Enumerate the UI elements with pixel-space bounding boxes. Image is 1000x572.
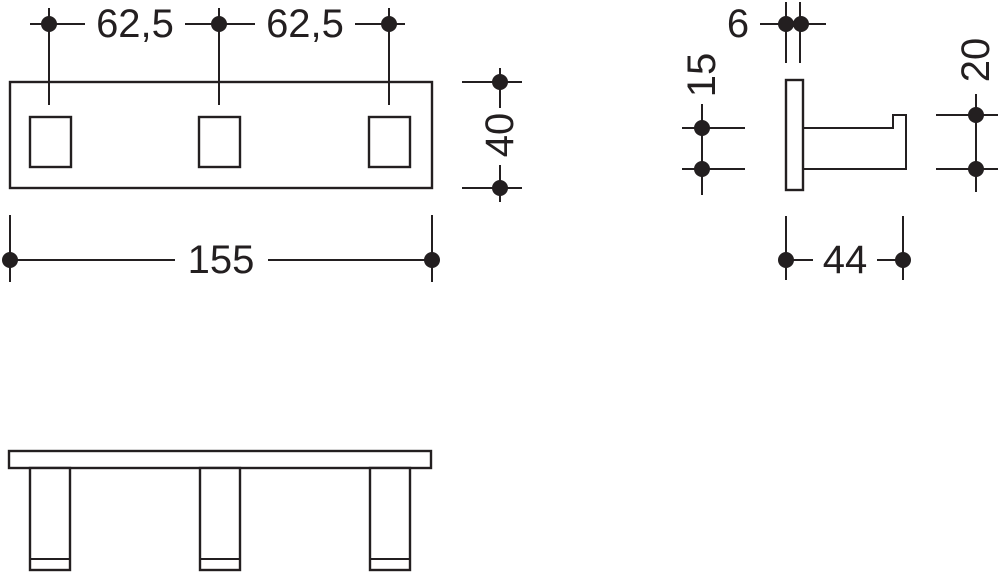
dim-plate-thickness: 6 (727, 2, 749, 46)
hook-square-2 (197, 115, 242, 169)
hook-leg-3 (368, 466, 412, 572)
dim-height: 40 (478, 113, 522, 158)
front-view: 62,5 62,5 40 155 (2, 2, 522, 282)
side-view: 6 15 20 44 (680, 2, 998, 282)
hook-arm (803, 114, 907, 170)
hook-square-3 (367, 115, 412, 169)
dim-spacing-1: 62,5 (96, 2, 174, 46)
dim-spacing-2: 62,5 (266, 2, 344, 46)
hook-leg-2 (198, 466, 242, 572)
dim-length: 155 (188, 238, 255, 282)
dim-depth: 44 (823, 238, 868, 282)
dim-hook-offset: 15 (680, 53, 724, 98)
hook-square-1 (28, 115, 73, 169)
bottom-view (7, 449, 433, 572)
side-plate (784, 78, 805, 192)
bottom-plate (7, 449, 433, 470)
hook-leg-1 (28, 466, 72, 572)
dim-hook-height: 20 (954, 38, 998, 83)
